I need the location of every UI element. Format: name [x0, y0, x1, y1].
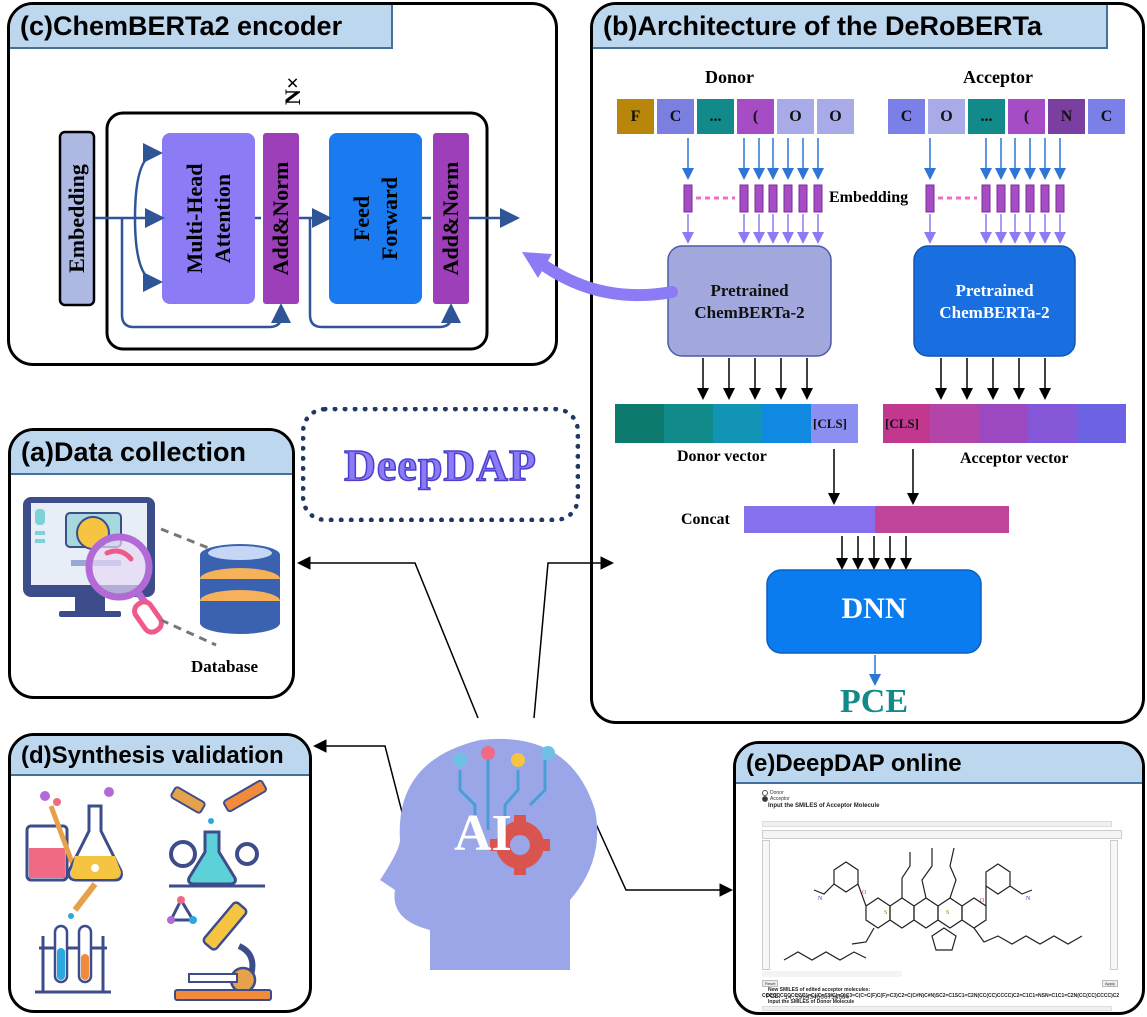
acceptor-cls-label: [CLS]	[885, 416, 919, 431]
panel-c-title: (c)ChemBERTa2 encoder	[10, 5, 393, 49]
deepdap-logo: DeepDAP	[301, 407, 580, 522]
molecule-canvas[interactable]: N N O O S S	[774, 842, 1106, 968]
embedding-label-b: Embedding	[829, 189, 909, 206]
panel-d-synthesis: (d)Synthesis validation	[8, 733, 312, 1013]
panel-b-architecture: (b)Architecture of the DeRoBERTa Donor A…	[590, 2, 1145, 724]
concat-label: Concat	[681, 511, 730, 528]
pce-output-value: 14.598434600736884	[784, 994, 850, 1001]
acceptor-vector-label: Acceptor vector	[960, 450, 1069, 467]
ai-text: AI	[454, 805, 512, 862]
pce-output-label: PCE:	[766, 994, 781, 1000]
acceptor-token: O	[927, 98, 966, 135]
database-icon	[200, 544, 280, 634]
editor-right-toolbar[interactable]	[1110, 840, 1118, 970]
panel-e-title: (e)DeepDAP online	[736, 744, 1142, 784]
addnorm-box-1	[263, 133, 299, 304]
dnn-label: DNN	[841, 592, 907, 625]
data-collection-illustration	[23, 497, 280, 647]
editor-bottom-toolbar[interactable]	[762, 971, 902, 977]
pretrained-donor-label: Pretrained ChemBERTa-2	[694, 281, 805, 322]
encoder-link-arrow	[522, 252, 678, 302]
apply-button[interactable]: Apply	[1102, 980, 1119, 987]
encoder-diagram	[58, 111, 520, 351]
acceptor-token: ...	[967, 98, 1006, 135]
flask-icon	[25, 787, 123, 882]
deepdap-logo-text: DeepDAP	[343, 440, 537, 491]
donor-heading: Input the SMILES of Donor Molecule	[768, 999, 855, 1005]
pce-output: PCE: 14.598434600736884	[766, 994, 849, 1001]
donor-vector-label: Donor vector	[677, 448, 767, 465]
database-label: Database	[191, 657, 259, 676]
dnn-box	[766, 569, 982, 654]
radio-acceptor[interactable]	[762, 796, 768, 802]
svg-text:O: O	[862, 890, 867, 896]
web-screenshot: Donor Acceptor Input the SMILES of Accep…	[762, 790, 1122, 1012]
acceptor-heading: Input the SMILES of Acceptor Molecule	[768, 803, 880, 809]
svg-text:N: N	[1026, 896, 1031, 902]
ff-box	[329, 133, 422, 304]
embedding-box	[58, 130, 96, 307]
donor-label: Donor	[705, 67, 754, 87]
svg-text:S: S	[884, 910, 887, 916]
svg-text:N: N	[818, 896, 823, 902]
pretrained-acceptor-label: Pretrained ChemBERTa-2	[939, 281, 1050, 322]
donor-smiles-input[interactable]	[762, 1006, 1112, 1011]
new-smiles-value: CCCCCCCCCCCC1=C(/C=C2/C(=O)C3=C(C=C(F)C(…	[762, 993, 1120, 999]
addnorm-box-2	[433, 133, 469, 304]
radio-acceptor-label: Acceptor	[770, 796, 790, 802]
svg-text:O: O	[980, 898, 985, 904]
radio-donor-label: Donor	[770, 790, 784, 796]
pretrained-acceptor-box	[913, 245, 1076, 357]
acceptor-token: N	[1047, 98, 1086, 135]
editor-toolbar[interactable]	[762, 830, 1122, 839]
architecture-diagram	[615, 138, 1126, 686]
donor-token: ...	[696, 98, 735, 135]
microscope-icon	[167, 896, 272, 1001]
acceptor-token: (	[1007, 98, 1046, 135]
svg-text:S: S	[946, 910, 949, 916]
new-smiles-heading: New SMILES of edited acceptor molecules:	[768, 987, 871, 993]
mha-box	[162, 133, 255, 304]
radio-donor[interactable]	[762, 790, 768, 796]
donor-token: C	[656, 98, 695, 135]
acceptor-token: C	[1087, 98, 1126, 135]
donor-token: O	[816, 98, 855, 135]
magnifier-icon	[85, 533, 164, 635]
panel-b-title: (b)Architecture of the DeRoBERTa	[593, 5, 1108, 49]
panel-d-title: (d)Synthesis validation	[11, 736, 309, 776]
acceptor-smiles-input[interactable]	[762, 821, 1112, 827]
panel-a-title: (a)Data collection	[11, 431, 292, 475]
ai-head-icon: AI	[380, 738, 598, 970]
donor-cls-label: [CLS]	[813, 416, 847, 431]
editor-left-toolbar[interactable]	[762, 840, 770, 970]
donor-token: (	[736, 98, 775, 135]
acceptor-token: C	[887, 98, 926, 135]
acceptor-label: Acceptor	[963, 67, 1033, 87]
panel-c-encoder: (c)ChemBERTa2 encoder N× Embedding Multi…	[7, 2, 558, 366]
reset-button[interactable]: Reset	[762, 980, 779, 987]
pretrained-donor-box	[667, 245, 832, 357]
pce-label: PCE	[840, 683, 908, 720]
test-tubes-icon	[35, 882, 111, 994]
donor-token: F	[616, 98, 655, 135]
donor-token: O	[776, 98, 815, 135]
lab-illustrations	[25, 779, 272, 1001]
chemistry-pour-icon	[169, 779, 267, 888]
panel-a-data-collection: (a)Data collection	[8, 428, 295, 699]
panel-e-online: (e)DeepDAP online Donor Acceptor Input t…	[733, 741, 1145, 1015]
